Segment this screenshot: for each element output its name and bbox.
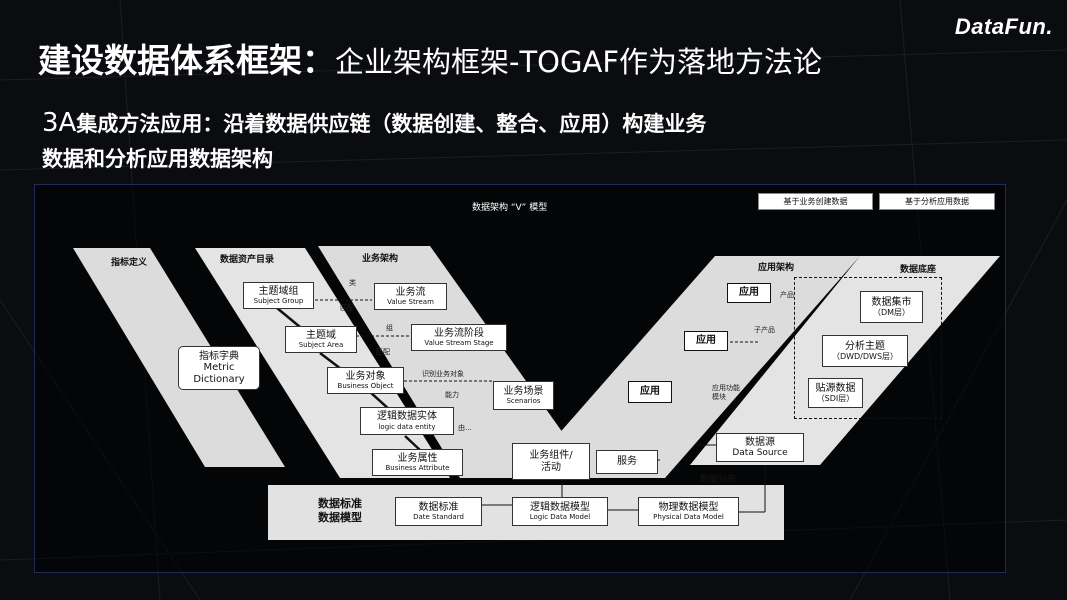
page-title: 建设数据体系框架：企业架构框架-TOGAF作为落地方法论: [38, 34, 822, 82]
sdi-box: 贴源数据（SDI层）: [808, 378, 863, 408]
base-dashed-frame: [794, 277, 942, 419]
app-box-1: 应用: [727, 283, 771, 303]
section-base: 数据底座: [900, 265, 937, 275]
legend-analysis: 基于分析应用数据: [879, 193, 995, 210]
subtitle-line1: 集成方法应用：沿着数据供应链（数据创建、整合、应用）构建业务: [76, 111, 707, 136]
component-box: 业务组件/活动: [512, 443, 590, 480]
label-object-tag: 识别业务对象: [422, 370, 464, 378]
label-product: 产品: [780, 291, 794, 299]
service-box: 服务: [596, 450, 658, 474]
dm-box: 数据集市（DM层）: [860, 291, 923, 323]
subtitle-line2: 数据和分析应用数据架构: [42, 146, 273, 171]
app-panel: [520, 256, 860, 478]
section-catalog: 数据资产目录: [220, 255, 275, 265]
section-metrics: 指标定义: [111, 258, 148, 268]
label-zu: 组: [386, 324, 393, 332]
label-subproduct: 子产品: [754, 326, 775, 334]
label-you: 由...: [458, 424, 472, 432]
label-pipei2: 匹配: [376, 348, 390, 356]
legend-create: 基于业务创建数据: [758, 193, 873, 210]
dwd-box: 分析主题（DWD/DWS层）: [822, 335, 908, 367]
page-subtitle: 3A集成方法应用：沿着数据供应链（数据创建、整合、应用）构建业务 数据和分析应用…: [42, 106, 1002, 176]
diagram-title: 数据架构 “V” 模型: [472, 203, 548, 213]
label-ability: 能力: [445, 391, 459, 399]
app-box-2: 应用: [684, 331, 728, 351]
section-dist: 数据分布: [700, 475, 737, 485]
section-standard: 数据标准 数据模型: [318, 497, 362, 524]
section-business: 业务架构: [362, 254, 399, 264]
title-sub: 企业架构框架-TOGAF作为落地方法论: [335, 45, 822, 79]
subtitle-lead: 3A: [42, 108, 77, 138]
section-app: 应用架构: [758, 263, 795, 273]
label-app-module: 应用功能 模块: [712, 384, 740, 401]
title-main: 建设数据体系框架：: [38, 41, 335, 80]
label-pipei1: 匹配: [340, 304, 354, 312]
app-box-3: 应用: [628, 381, 672, 403]
label-lei: 类: [349, 279, 356, 287]
datafun-logo: DataFun.: [954, 14, 1053, 39]
